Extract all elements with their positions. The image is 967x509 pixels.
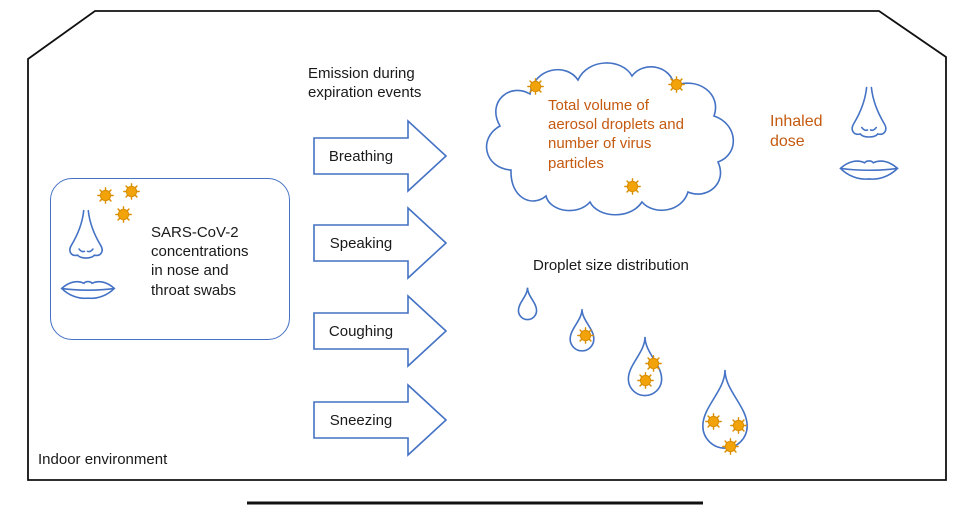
virus-particle-icon [97,187,114,204]
arrow-label-sneezing: Sneezing [329,411,393,429]
virus-particle-icon [705,413,722,430]
cloud-label: Total volume of aerosol droplets and num… [548,97,684,172]
source-box-label: SARS-CoV-2 concentrations in nose and th… [151,224,249,299]
virus-particle-icon [123,183,140,200]
virus-particle-icon [115,206,132,223]
arrow-breathing: Breathing [313,118,448,194]
arrow-label-breathing: Breathing [328,147,394,165]
virus-particle-icon [730,417,747,434]
lips-icon [59,277,117,301]
virus-particle-icon [527,78,544,95]
arrow-sneezing: Sneezing [313,382,448,458]
nose-icon [63,207,109,265]
virus-particle-icon [722,438,739,455]
virus-particle-icon [624,178,641,195]
arrow-label-coughing: Coughing [328,322,394,340]
lips-icon [838,156,900,182]
virus-particle-icon [645,355,662,372]
nose-icon [845,82,893,146]
indoor-environment-label: Indoor environment [38,451,168,468]
arrow-coughing: Coughing [313,293,448,369]
inhaled-dose-label: Inhaled dose [770,113,823,151]
arrow-label-speaking: Speaking [329,234,393,252]
virus-particle-icon [668,76,685,93]
virus-particle-icon [637,372,654,389]
swab-concentration-box: SARS-CoV-2 concentrations in nose and th… [50,178,290,340]
arrow-speaking: Speaking [313,205,448,281]
emission-header: Emission during expiration events [308,65,422,102]
virus-particle-icon [577,327,594,344]
droplet-distribution-label: Droplet size distribution [533,257,689,274]
droplet-icon [514,286,541,322]
